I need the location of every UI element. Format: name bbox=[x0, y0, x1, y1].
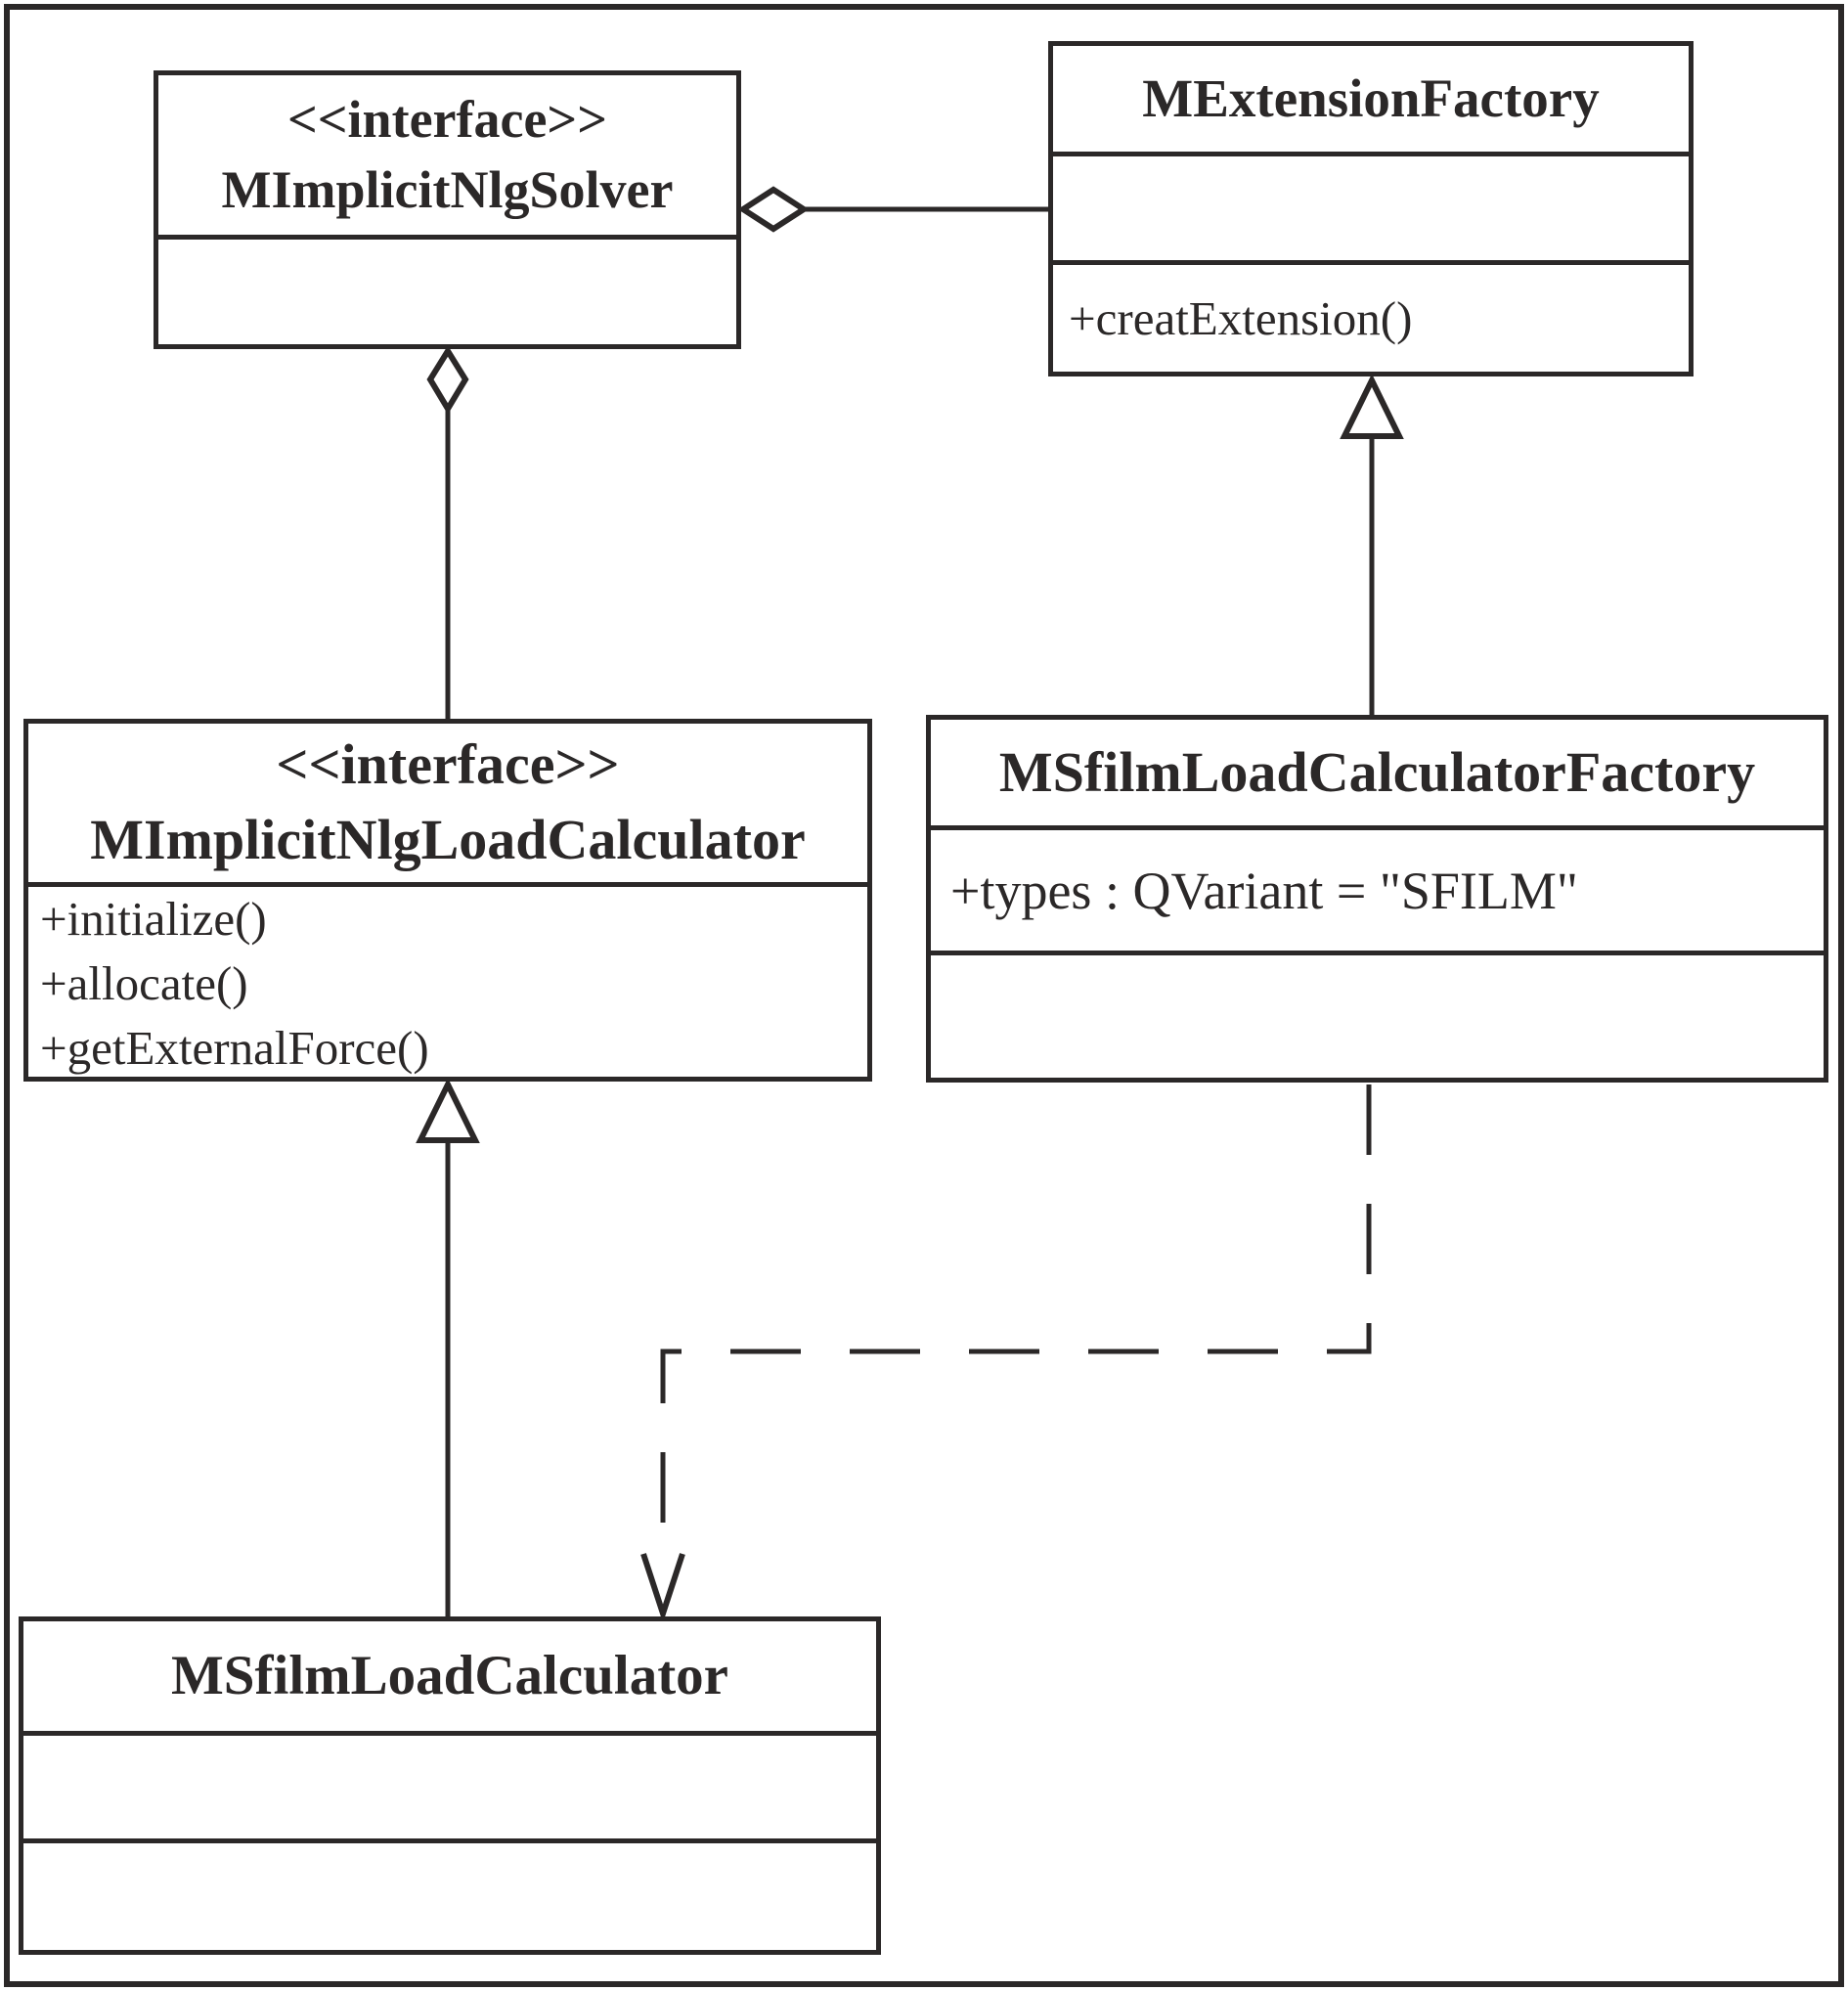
class-name-label: MSfilmLoadCalculatorFactory bbox=[998, 739, 1756, 804]
class-title-compartment: MSfilmLoadCalculator bbox=[23, 1621, 876, 1731]
class-title-compartment: MSfilmLoadCalculatorFactory bbox=[931, 720, 1824, 825]
attribute-label: +types : QVariant = "SFILM" bbox=[950, 861, 1578, 920]
stereotype-label: <<interface>> bbox=[287, 90, 607, 150]
method-label: +initialize() bbox=[40, 892, 267, 946]
method-label: +creatExtension() bbox=[1069, 291, 1413, 345]
generalization-triangle-icon bbox=[416, 1078, 480, 1143]
empty-methods-compartment bbox=[23, 1838, 876, 1950]
empty-members-compartment bbox=[158, 235, 736, 344]
methods-compartment: +creatExtension() bbox=[1053, 260, 1689, 372]
class-title-compartment: <<interface>> MImplicitNlgLoadCalculator bbox=[28, 724, 867, 882]
class-box-msfilmloadcalculatorfactory: MSfilmLoadCalculatorFactory +types : QVa… bbox=[926, 715, 1828, 1083]
class-title-compartment: MExtensionFactory bbox=[1053, 46, 1689, 152]
class-box-mimplicitnlgloadcalculator: <<interface>> MImplicitNlgLoadCalculator… bbox=[23, 719, 872, 1082]
class-name-label: MSfilmLoadCalculator bbox=[171, 1645, 728, 1707]
method-label: +allocate() bbox=[40, 956, 248, 1010]
aggregation-diamond-icon bbox=[426, 345, 469, 415]
method-label: +getExternalForce() bbox=[40, 1021, 429, 1075]
dependency-open-arrow-icon bbox=[640, 1553, 685, 1623]
class-box-mextensionfactory: MExtensionFactory +creatExtension() bbox=[1048, 41, 1694, 376]
class-name-label: MExtensionFactory bbox=[1142, 67, 1600, 128]
empty-methods-compartment bbox=[931, 951, 1824, 1078]
class-name-label: MImplicitNlgSolver bbox=[221, 159, 674, 219]
aggregation-diamond-icon bbox=[737, 186, 810, 233]
generalization-triangle-icon bbox=[1340, 374, 1404, 439]
class-box-mimplicitnlgsolver: <<interface>> MImplicitNlgSolver bbox=[154, 70, 741, 349]
class-box-msfilmloadcalculator: MSfilmLoadCalculator bbox=[19, 1616, 881, 1955]
class-title-compartment: <<interface>> MImplicitNlgSolver bbox=[158, 75, 736, 235]
methods-compartment: +initialize() +allocate() +getExternalFo… bbox=[28, 882, 867, 1081]
empty-attributes-compartment bbox=[1053, 152, 1689, 260]
stereotype-label: <<interface>> bbox=[276, 732, 620, 797]
dependency-dashed-line bbox=[660, 1084, 1372, 1553]
empty-attributes-compartment bbox=[23, 1731, 876, 1838]
diagram-border bbox=[4, 4, 1844, 1987]
class-name-label: MImplicitNlgLoadCalculator bbox=[90, 808, 806, 871]
attributes-compartment: +types : QVariant = "SFILM" bbox=[931, 825, 1824, 951]
